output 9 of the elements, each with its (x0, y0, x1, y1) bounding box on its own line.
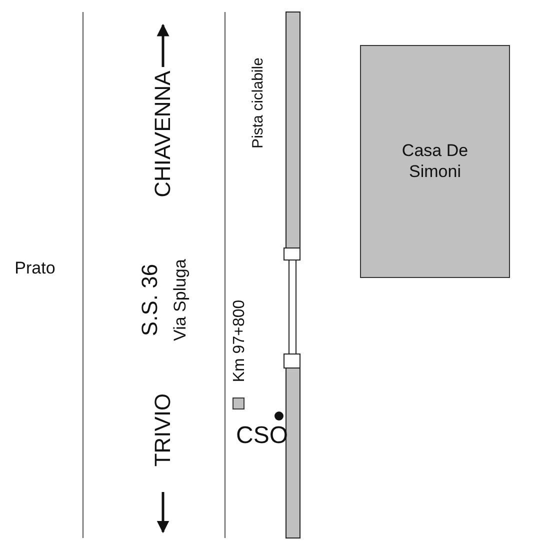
building-box (360, 45, 510, 278)
destination-label: CHIAVENNA (152, 70, 174, 198)
building-name: Casa De Simoni (400, 141, 470, 182)
road-name: Via Spluga (172, 259, 188, 341)
place-name: Prato (14, 260, 56, 276)
destination-label: TRIVIO (152, 393, 174, 467)
road-number: S.S. 36 (139, 264, 161, 336)
bike-path-label: Pista ciclabile (250, 58, 266, 148)
kilometre-label: Km 97+800 (232, 300, 248, 382)
